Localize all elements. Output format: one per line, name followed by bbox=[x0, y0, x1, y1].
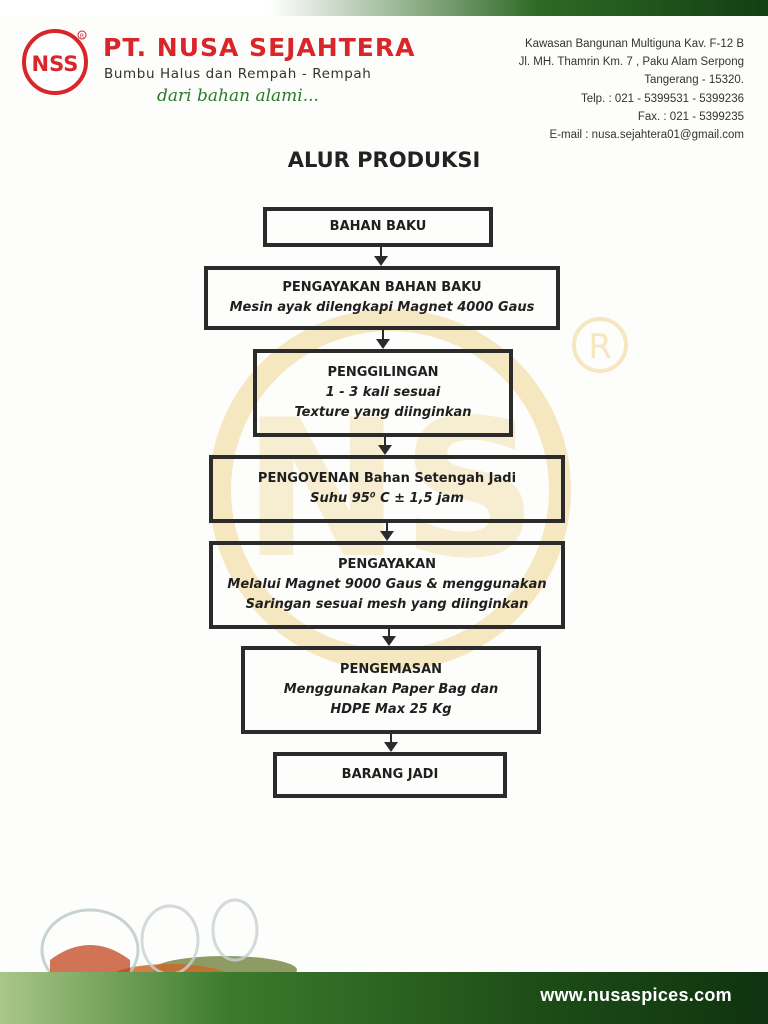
company-name: PT. NUSA SEJAHTERA bbox=[103, 33, 416, 62]
flow-arrow-line bbox=[388, 629, 390, 637]
fax-line: Fax. : 021 - 5399235 bbox=[637, 110, 744, 123]
flow-step-barang-jadi: BARANG JADI bbox=[273, 752, 507, 798]
flow-step-detail: Texture yang diinginkan bbox=[294, 405, 472, 420]
flow-step-detail: Menggunakan Paper Bag dan bbox=[283, 682, 499, 697]
flow-arrow-head-icon bbox=[384, 742, 398, 752]
page-title: ALUR PRODUKSI bbox=[287, 148, 481, 172]
flow-step-detail: HDPE Max 25 Kg bbox=[330, 702, 452, 717]
top-green-band bbox=[0, 0, 768, 16]
flow-arrow-head-icon bbox=[380, 531, 394, 541]
flow-step-heading: PENGOVENAN Bahan Setengah Jadi bbox=[257, 471, 517, 486]
company-logo: NSS R bbox=[22, 29, 88, 95]
flow-arrow-line bbox=[390, 734, 392, 743]
flow-step-pengayakan: PENGAYAKAN Melalui Magnet 9000 Gaus & me… bbox=[209, 541, 565, 629]
flow-arrow-line bbox=[380, 247, 382, 257]
flow-arrow-head-icon bbox=[378, 445, 392, 455]
bottom-green-band bbox=[0, 972, 768, 1024]
svg-text:R: R bbox=[588, 327, 612, 367]
flow-step-heading: PENGGILINGAN bbox=[327, 365, 439, 380]
company-tagline: Bumbu Halus dan Rempah - Rempah bbox=[104, 66, 372, 82]
logo-text: NSS bbox=[32, 52, 79, 76]
flow-step-detail: Melalui Magnet 9000 Gaus & menggunakan bbox=[227, 577, 547, 592]
flow-step-heading: PENGAYAKAN BAHAN BAKU bbox=[282, 280, 482, 295]
address-line: Jl. MH. Thamrin Km. 7 , Paku Alam Serpon… bbox=[518, 56, 744, 69]
flow-step-detail: Mesin ayak dilengkapi Magnet 4000 Gaus bbox=[229, 300, 535, 315]
flow-step-heading: PENGAYAKAN bbox=[337, 557, 437, 572]
flow-step-penggilingan: PENGGILINGAN 1 - 3 kali sesuai Texture y… bbox=[253, 349, 513, 437]
flow-step-pengemasan: PENGEMASAN Menggunakan Paper Bag dan HDP… bbox=[241, 646, 541, 734]
flow-step-heading: BAHAN BAKU bbox=[329, 219, 427, 234]
email-line: E-mail : nusa.sejahtera01@gmail.com bbox=[549, 129, 744, 142]
flow-step-heading: PENGEMASAN bbox=[339, 662, 443, 677]
svg-text:R: R bbox=[80, 33, 84, 40]
address-line: Tangerang - 15320. bbox=[644, 74, 744, 87]
flow-arrow-line bbox=[384, 437, 386, 446]
flow-arrow-line bbox=[386, 523, 388, 532]
company-address: Kawasan Bangunan Multiguna Kav. F-12 B J… bbox=[519, 35, 744, 144]
flow-step-detail: Saringan sesuai mesh yang diinginkan bbox=[245, 597, 529, 612]
flow-step-detail: 1 - 3 kali sesuai bbox=[325, 385, 441, 400]
flow-arrow-head-icon bbox=[376, 339, 390, 349]
flow-arrow-head-icon bbox=[374, 256, 388, 266]
svg-text:NS: NS bbox=[242, 379, 538, 600]
flow-step-pengayakan-bahan-baku: PENGAYAKAN BAHAN BAKU Mesin ayak dilengk… bbox=[204, 266, 560, 330]
flow-step-detail: Suhu 95⁰ C ± 1,5 jam bbox=[310, 491, 464, 506]
flow-step-heading: BARANG JADI bbox=[341, 767, 439, 782]
flow-step-bahan-baku: BAHAN BAKU bbox=[263, 207, 493, 247]
website-link[interactable]: www.nusaspices.com bbox=[540, 985, 732, 1005]
phone-line: Telp. : 021 - 5399531 - 5399236 bbox=[580, 92, 744, 105]
address-line: Kawasan Bangunan Multiguna Kav. F-12 B bbox=[524, 38, 744, 50]
flow-arrow-line bbox=[382, 330, 384, 340]
flow-arrow-head-icon bbox=[382, 636, 396, 646]
logo-watermark: NS R bbox=[209, 309, 628, 671]
company-slogan: dari bahan alami... bbox=[157, 86, 319, 106]
flow-step-pengovenan: PENGOVENAN Bahan Setengah Jadi Suhu 95⁰ … bbox=[209, 455, 565, 523]
